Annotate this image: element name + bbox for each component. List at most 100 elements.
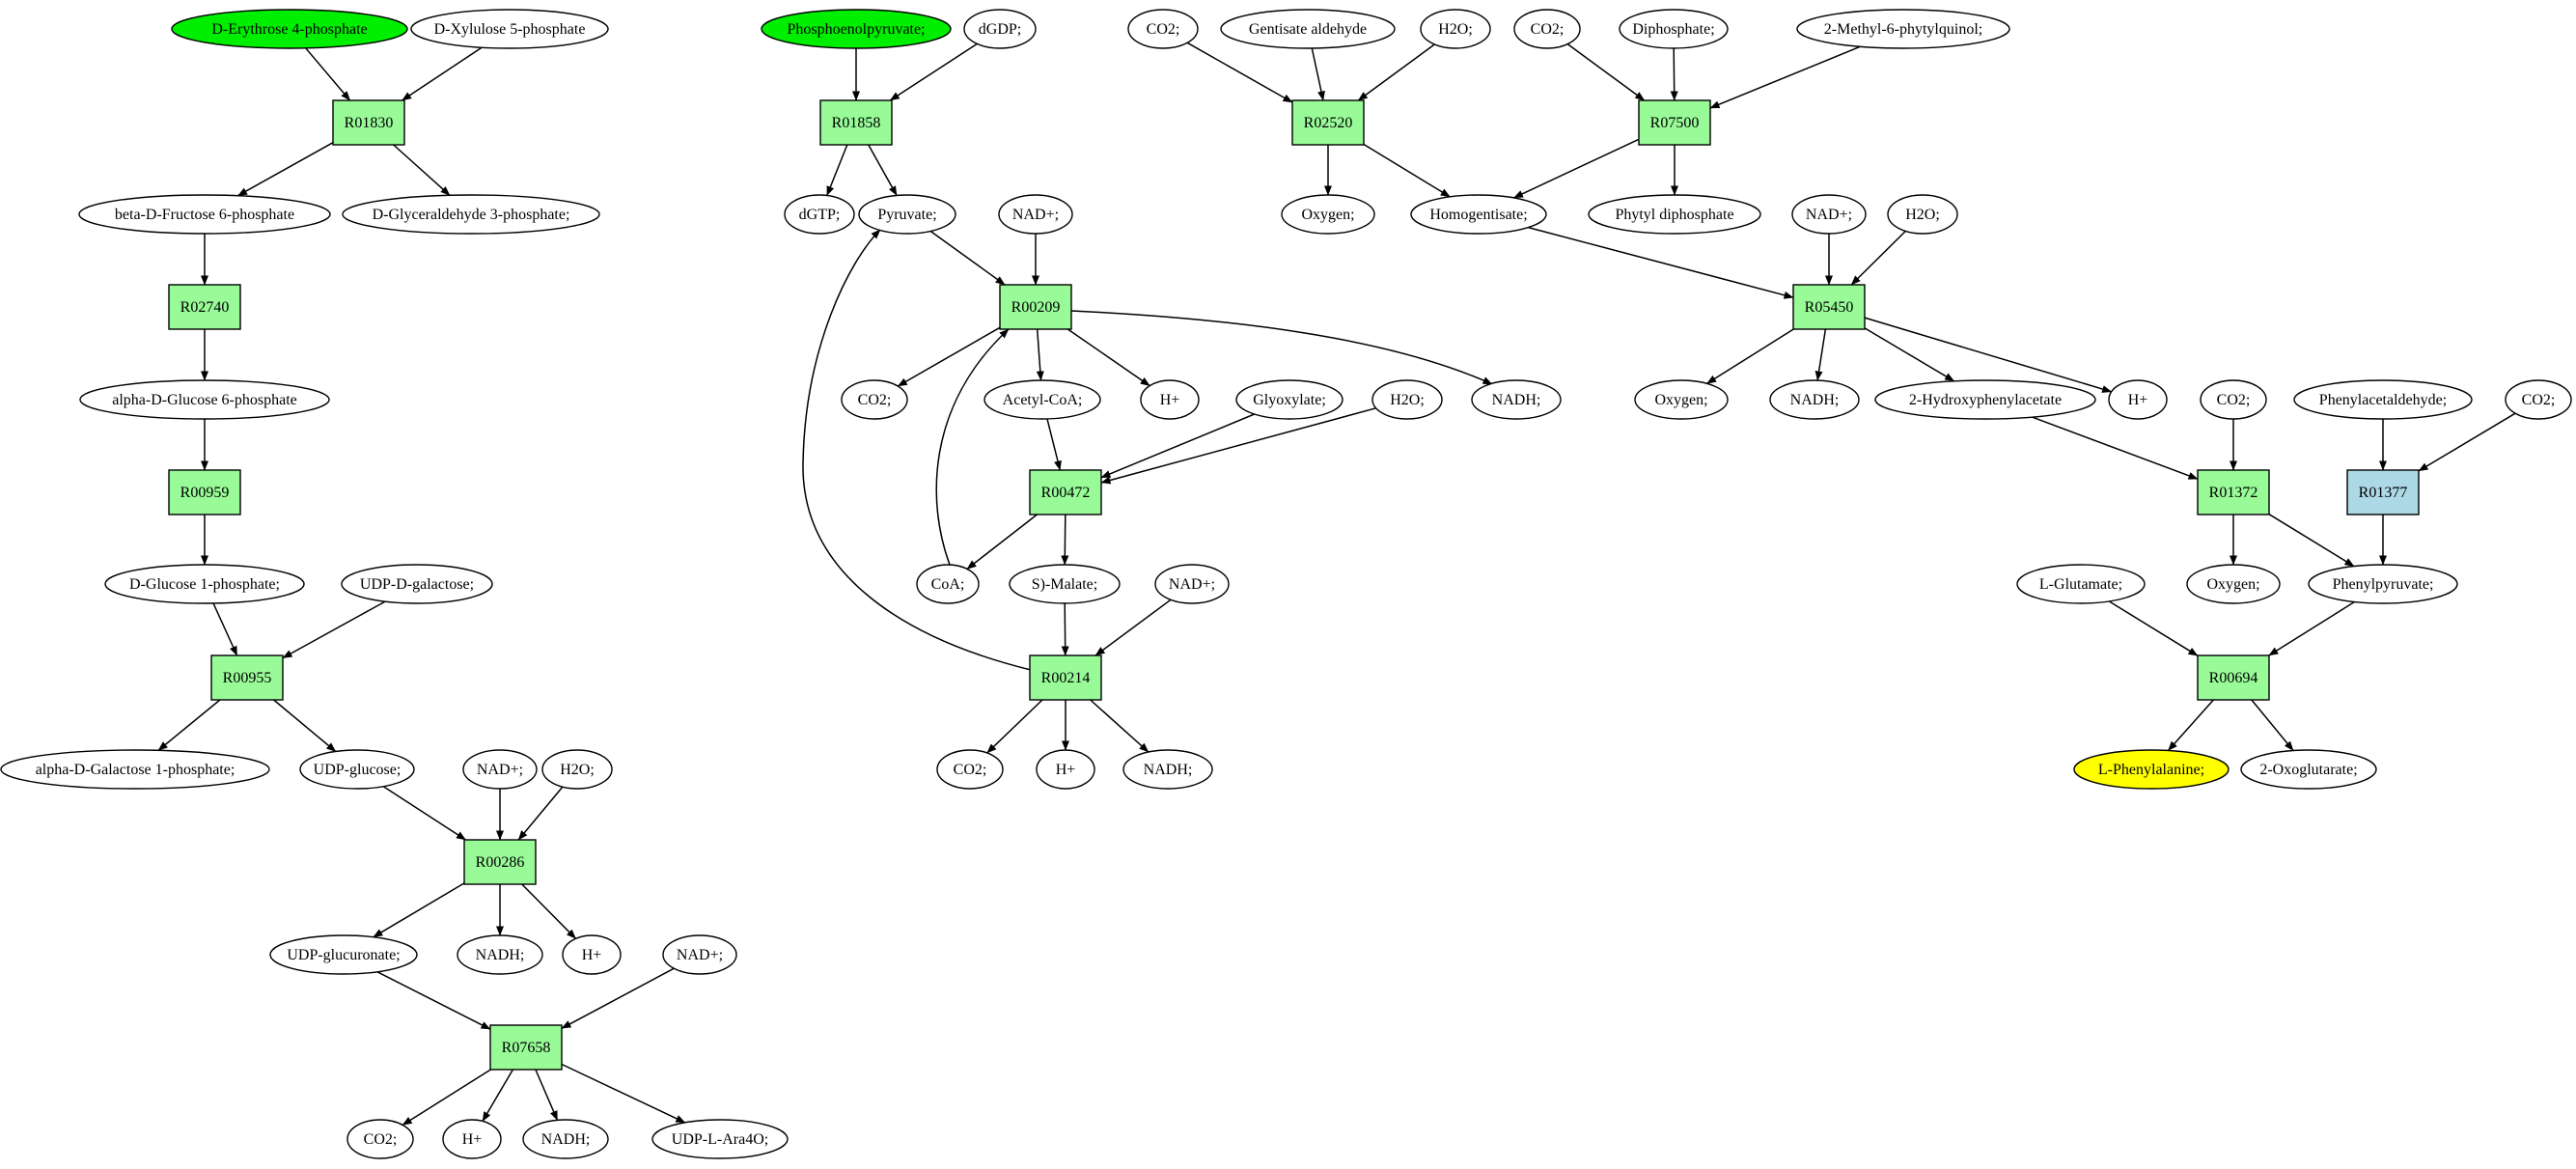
compound-node-co2-co2_c[interactable]: CO2; bbox=[936, 749, 1004, 790]
node-label: NAD+; bbox=[1169, 576, 1215, 593]
node-label: R00286 bbox=[476, 854, 525, 871]
node-label: UDP-glucose; bbox=[314, 762, 402, 778]
compound-node-udp-glucose-udpglc[interactable]: UDP-glucose; bbox=[299, 749, 415, 790]
reaction-node-r05450-r05450[interactable]: R05450 bbox=[1792, 284, 1866, 330]
reaction-node-r01372-r01372[interactable]: R01372 bbox=[2197, 469, 2270, 515]
compound-node-l-phenylalanine-lphe[interactable]: L-Phenylalanine; bbox=[2073, 749, 2230, 790]
reaction-node-r00286-r00286[interactable]: R00286 bbox=[463, 839, 537, 885]
compound-ellipse bbox=[457, 934, 543, 975]
compound-node-2-methyl-6-phytylquinol-mpq[interactable]: 2-Methyl-6-phytylquinol; bbox=[1796, 9, 2010, 49]
compound-node-s-malate-smal[interactable]: S)-Malate; bbox=[1009, 564, 1121, 604]
node-label: R00959 bbox=[180, 485, 230, 501]
compound-node-co2-co2_b[interactable]: CO2; bbox=[841, 379, 908, 420]
edge-R00209-to-co2_b bbox=[897, 326, 1001, 387]
compound-node-h-h_d[interactable]: H+ bbox=[1036, 749, 1095, 790]
compound-node-coa-coa[interactable]: CoA; bbox=[916, 564, 980, 604]
edge-udpglc-to-R00286 bbox=[382, 786, 466, 841]
compound-node-h2o-h2o_a[interactable]: H2O; bbox=[541, 749, 613, 790]
compound-node-h-h_a[interactable]: H+ bbox=[562, 934, 622, 975]
compound-node-udp-d-galactose-udpgal[interactable]: UDP-D-galactose; bbox=[341, 564, 493, 604]
compound-node-co2-co2_g[interactable]: CO2; bbox=[2505, 379, 2572, 420]
compound-node-d-glyceraldehyde-3-phosphate-g3p[interactable]: D-Glyceraldehyde 3-phosphate; bbox=[342, 194, 600, 235]
compound-node-oxygen-oxy_b[interactable]: Oxygen; bbox=[1634, 379, 1729, 420]
compound-node-nadh-nadh_e[interactable]: NADH; bbox=[1769, 379, 1860, 420]
compound-node-diphosphate-dip[interactable]: Diphosphate; bbox=[1619, 9, 1729, 49]
edge-R07658-to-co2_a bbox=[402, 1069, 491, 1127]
reaction-node-r00959-r00959[interactable]: R00959 bbox=[168, 469, 241, 515]
compound-node-alpha-d-glucose-6-phosphate-g6p[interactable]: alpha-D-Glucose 6-phosphate bbox=[79, 379, 330, 420]
compound-node-dgdp-dgdp[interactable]: dGDP; bbox=[963, 9, 1037, 49]
compound-node-2-oxoglutarate-oxoglu[interactable]: 2-Oxoglutarate; bbox=[2240, 749, 2377, 790]
reaction-node-r02520-r02520[interactable]: R02520 bbox=[1291, 99, 1365, 146]
reaction-node-r00955-r00955[interactable]: R00955 bbox=[210, 654, 284, 701]
reaction-box bbox=[168, 284, 241, 330]
compound-node-h2o-h2o_d[interactable]: H2O; bbox=[1887, 194, 1958, 235]
compound-ellipse bbox=[2016, 564, 2146, 604]
reaction-node-r02740-r02740[interactable]: R02740 bbox=[168, 284, 241, 330]
node-label: R05450 bbox=[1805, 299, 1854, 316]
compound-node-co2-co2_d[interactable]: CO2; bbox=[1127, 9, 1199, 49]
reaction-node-r00209-r00209[interactable]: R00209 bbox=[999, 284, 1072, 330]
compound-node-beta-d-fructose-6-phosphate-f6p[interactable]: beta-D-Fructose 6-phosphate bbox=[78, 194, 331, 235]
compound-node-2-hydroxyphenylacetate-hpa[interactable]: 2-Hydroxyphenylacetate bbox=[1874, 379, 2096, 420]
compound-node-udp-l-ara4o-udplara[interactable]: UDP-L-Ara4O; bbox=[651, 1119, 789, 1159]
node-label: Phosphoenolpyruvate; bbox=[787, 21, 925, 38]
compound-node-phenylpyruvate-phpyr[interactable]: Phenylpyruvate; bbox=[2308, 564, 2458, 604]
compound-ellipse bbox=[171, 9, 408, 49]
node-label: L-Phenylalanine; bbox=[2098, 762, 2204, 778]
compound-ellipse bbox=[1420, 9, 1491, 49]
edge-coa-to-R00209 bbox=[935, 328, 1010, 566]
compound-node-d-xylulose-5-phosphate-xu5p[interactable]: D-Xylulose 5-phosphate bbox=[410, 9, 609, 49]
compound-node-h2o-h2o_c[interactable]: H2O; bbox=[1420, 9, 1491, 49]
compound-node-h-h_c[interactable]: H+ bbox=[1140, 379, 1200, 420]
compound-node-dgtp-dgtp[interactable]: dGTP; bbox=[784, 194, 855, 235]
compound-node-h-h_e[interactable]: H+ bbox=[2108, 379, 2168, 420]
reaction-node-r07500-r07500[interactable]: R07500 bbox=[1638, 99, 1711, 146]
compound-node-glyoxylate-glyox[interactable]: Glyoxylate; bbox=[1235, 379, 1343, 420]
compound-node-h-h_b[interactable]: H+ bbox=[442, 1119, 502, 1159]
compound-node-nadh-nadh_a[interactable]: NADH; bbox=[457, 934, 543, 975]
reaction-node-r01377-r01377[interactable]: R01377 bbox=[2346, 469, 2420, 515]
compound-node-co2-co2_e[interactable]: CO2; bbox=[1513, 9, 1581, 49]
compound-ellipse bbox=[1140, 379, 1200, 420]
compound-ellipse bbox=[1235, 379, 1343, 420]
compound-node-nadh-nadh_c[interactable]: NADH; bbox=[1471, 379, 1562, 420]
reaction-node-r00214-r00214[interactable]: R00214 bbox=[1029, 654, 1102, 701]
node-label: NADH; bbox=[476, 947, 525, 963]
compound-node-acetyl-coa-acoa[interactable]: Acetyl-CoA; bbox=[983, 379, 1101, 420]
compound-node-udp-glucuronate-udpglcua[interactable]: UDP-glucuronate; bbox=[269, 934, 418, 975]
reaction-node-r01858-r01858[interactable]: R01858 bbox=[819, 99, 893, 146]
edge-udpglcua-to-R07658 bbox=[376, 971, 491, 1030]
compound-node-alpha-d-galactose-1-phosphate-gal1p[interactable]: alpha-D-Galactose 1-phosphate; bbox=[0, 749, 270, 790]
node-label: 2-Hydroxyphenylacetate bbox=[1909, 392, 2062, 408]
compound-node-nadh-nadh_d[interactable]: NADH; bbox=[1122, 749, 1213, 790]
edge-R00209-to-nadh_c bbox=[1070, 310, 1493, 385]
compound-node-nad-nad_c[interactable]: NAD+; bbox=[998, 194, 1073, 235]
compound-node-oxygen-oxy_a[interactable]: Oxygen; bbox=[1281, 194, 1375, 235]
compound-node-homogentisate-hga[interactable]: Homogentisate; bbox=[1410, 194, 1547, 235]
reaction-node-r00694-r00694[interactable]: R00694 bbox=[2197, 654, 2270, 701]
compound-node-nad-nad_b[interactable]: NAD+; bbox=[662, 934, 737, 975]
compound-node-phosphoenolpyruvate-pep[interactable]: Phosphoenolpyruvate; bbox=[761, 9, 952, 49]
compound-node-nadh-nadh_b[interactable]: NADH; bbox=[522, 1119, 609, 1159]
node-label: alpha-D-Glucose 6-phosphate bbox=[112, 392, 297, 408]
compound-node-nad-nad_a[interactable]: NAD+; bbox=[462, 749, 538, 790]
node-label: CO2; bbox=[364, 1131, 398, 1148]
compound-node-d-glucose-1-phosphate-g1p[interactable]: D-Glucose 1-phosphate; bbox=[104, 564, 305, 604]
compound-node-h2o-h2o_b[interactable]: H2O; bbox=[1371, 379, 1443, 420]
compound-node-nad-nad_d[interactable]: NAD+; bbox=[1154, 564, 1230, 604]
compound-node-oxygen-oxy_c[interactable]: Oxygen; bbox=[2186, 564, 2281, 604]
reaction-node-r07658-r07658[interactable]: R07658 bbox=[489, 1024, 563, 1071]
compound-node-l-glutamate-lglu[interactable]: L-Glutamate; bbox=[2016, 564, 2146, 604]
compound-node-co2-co2_a[interactable]: CO2; bbox=[346, 1119, 414, 1159]
compound-node-phytyl-diphosphate-phytdp[interactable]: Phytyl diphosphate bbox=[1588, 194, 1761, 235]
compound-node-gentisate-aldehyde-gentald[interactable]: Gentisate aldehyde bbox=[1220, 9, 1396, 49]
compound-node-d-erythrose-4-phosphate-e4p[interactable]: D-Erythrose 4-phosphate bbox=[171, 9, 408, 49]
compound-node-pyruvate-pyr[interactable]: Pyruvate; bbox=[858, 194, 956, 235]
compound-node-co2-co2_f[interactable]: CO2; bbox=[2200, 379, 2267, 420]
reaction-node-r00472-r00472[interactable]: R00472 bbox=[1029, 469, 1102, 515]
reaction-node-r01830-r01830[interactable]: R01830 bbox=[332, 99, 405, 146]
compound-node-phenylacetaldehyde-phald[interactable]: Phenylacetaldehyde; bbox=[2293, 379, 2473, 420]
compound-node-nad-nad_e[interactable]: NAD+; bbox=[1791, 194, 1867, 235]
edge-R01372-to-phpyr bbox=[2268, 514, 2355, 568]
